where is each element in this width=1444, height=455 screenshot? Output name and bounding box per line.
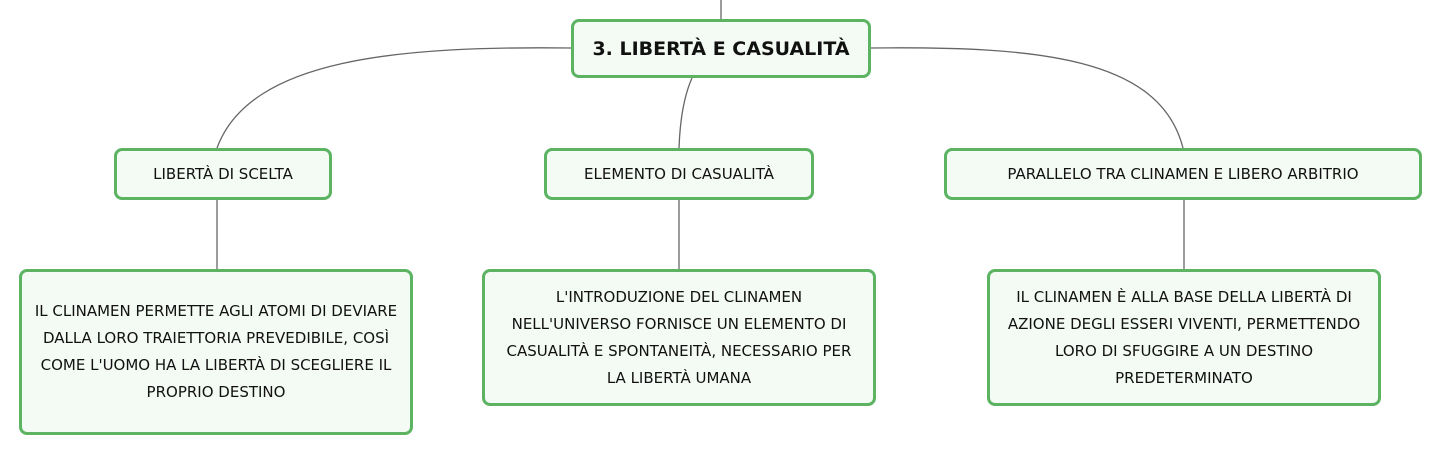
leaf-node-text: L'INTRODUZIONE DEL CLINAMEN NELL'UNIVERS…: [506, 287, 852, 387]
branch-node-elemento-di-casualita[interactable]: ELEMENTO DI CASUALITÀ: [544, 148, 814, 200]
branch-node-liberta-di-scelta[interactable]: LIBERTÀ DI SCELTA: [114, 148, 332, 200]
connector-root-to-branch-1: [216, 47, 572, 149]
branch-node-label: PARALLELO TRA CLINAMEN E LIBERO ARBITRIO: [1007, 165, 1359, 183]
connector-root-to-branch-3: [870, 47, 1184, 149]
leaf-node-elemento-di-casualita[interactable]: L'INTRODUZIONE DEL CLINAMEN NELL'UNIVERS…: [482, 269, 876, 406]
connector-root-to-branch-2: [678, 77, 693, 149]
branch-node-parallelo[interactable]: PARALLELO TRA CLINAMEN E LIBERO ARBITRIO: [944, 148, 1422, 200]
leaf-node-parallelo[interactable]: IL CLINAMEN È ALLA BASE DELLA LIBERTÀ DI…: [987, 269, 1381, 406]
root-node-label: 3. LIBERTÀ E CASUALITÀ: [592, 37, 850, 60]
leaf-node-liberta-di-scelta[interactable]: IL CLINAMEN PERMETTE AGLI ATOMI DI DEVIA…: [19, 269, 413, 435]
root-node[interactable]: 3. LIBERTÀ E CASUALITÀ: [571, 19, 871, 78]
branch-node-label: ELEMENTO DI CASUALITÀ: [584, 165, 774, 183]
leaf-node-text: IL CLINAMEN È ALLA BASE DELLA LIBERTÀ DI…: [1007, 287, 1361, 387]
leaf-node-text: IL CLINAMEN PERMETTE AGLI ATOMI DI DEVIA…: [34, 302, 398, 401]
branch-node-label: LIBERTÀ DI SCELTA: [153, 165, 293, 183]
